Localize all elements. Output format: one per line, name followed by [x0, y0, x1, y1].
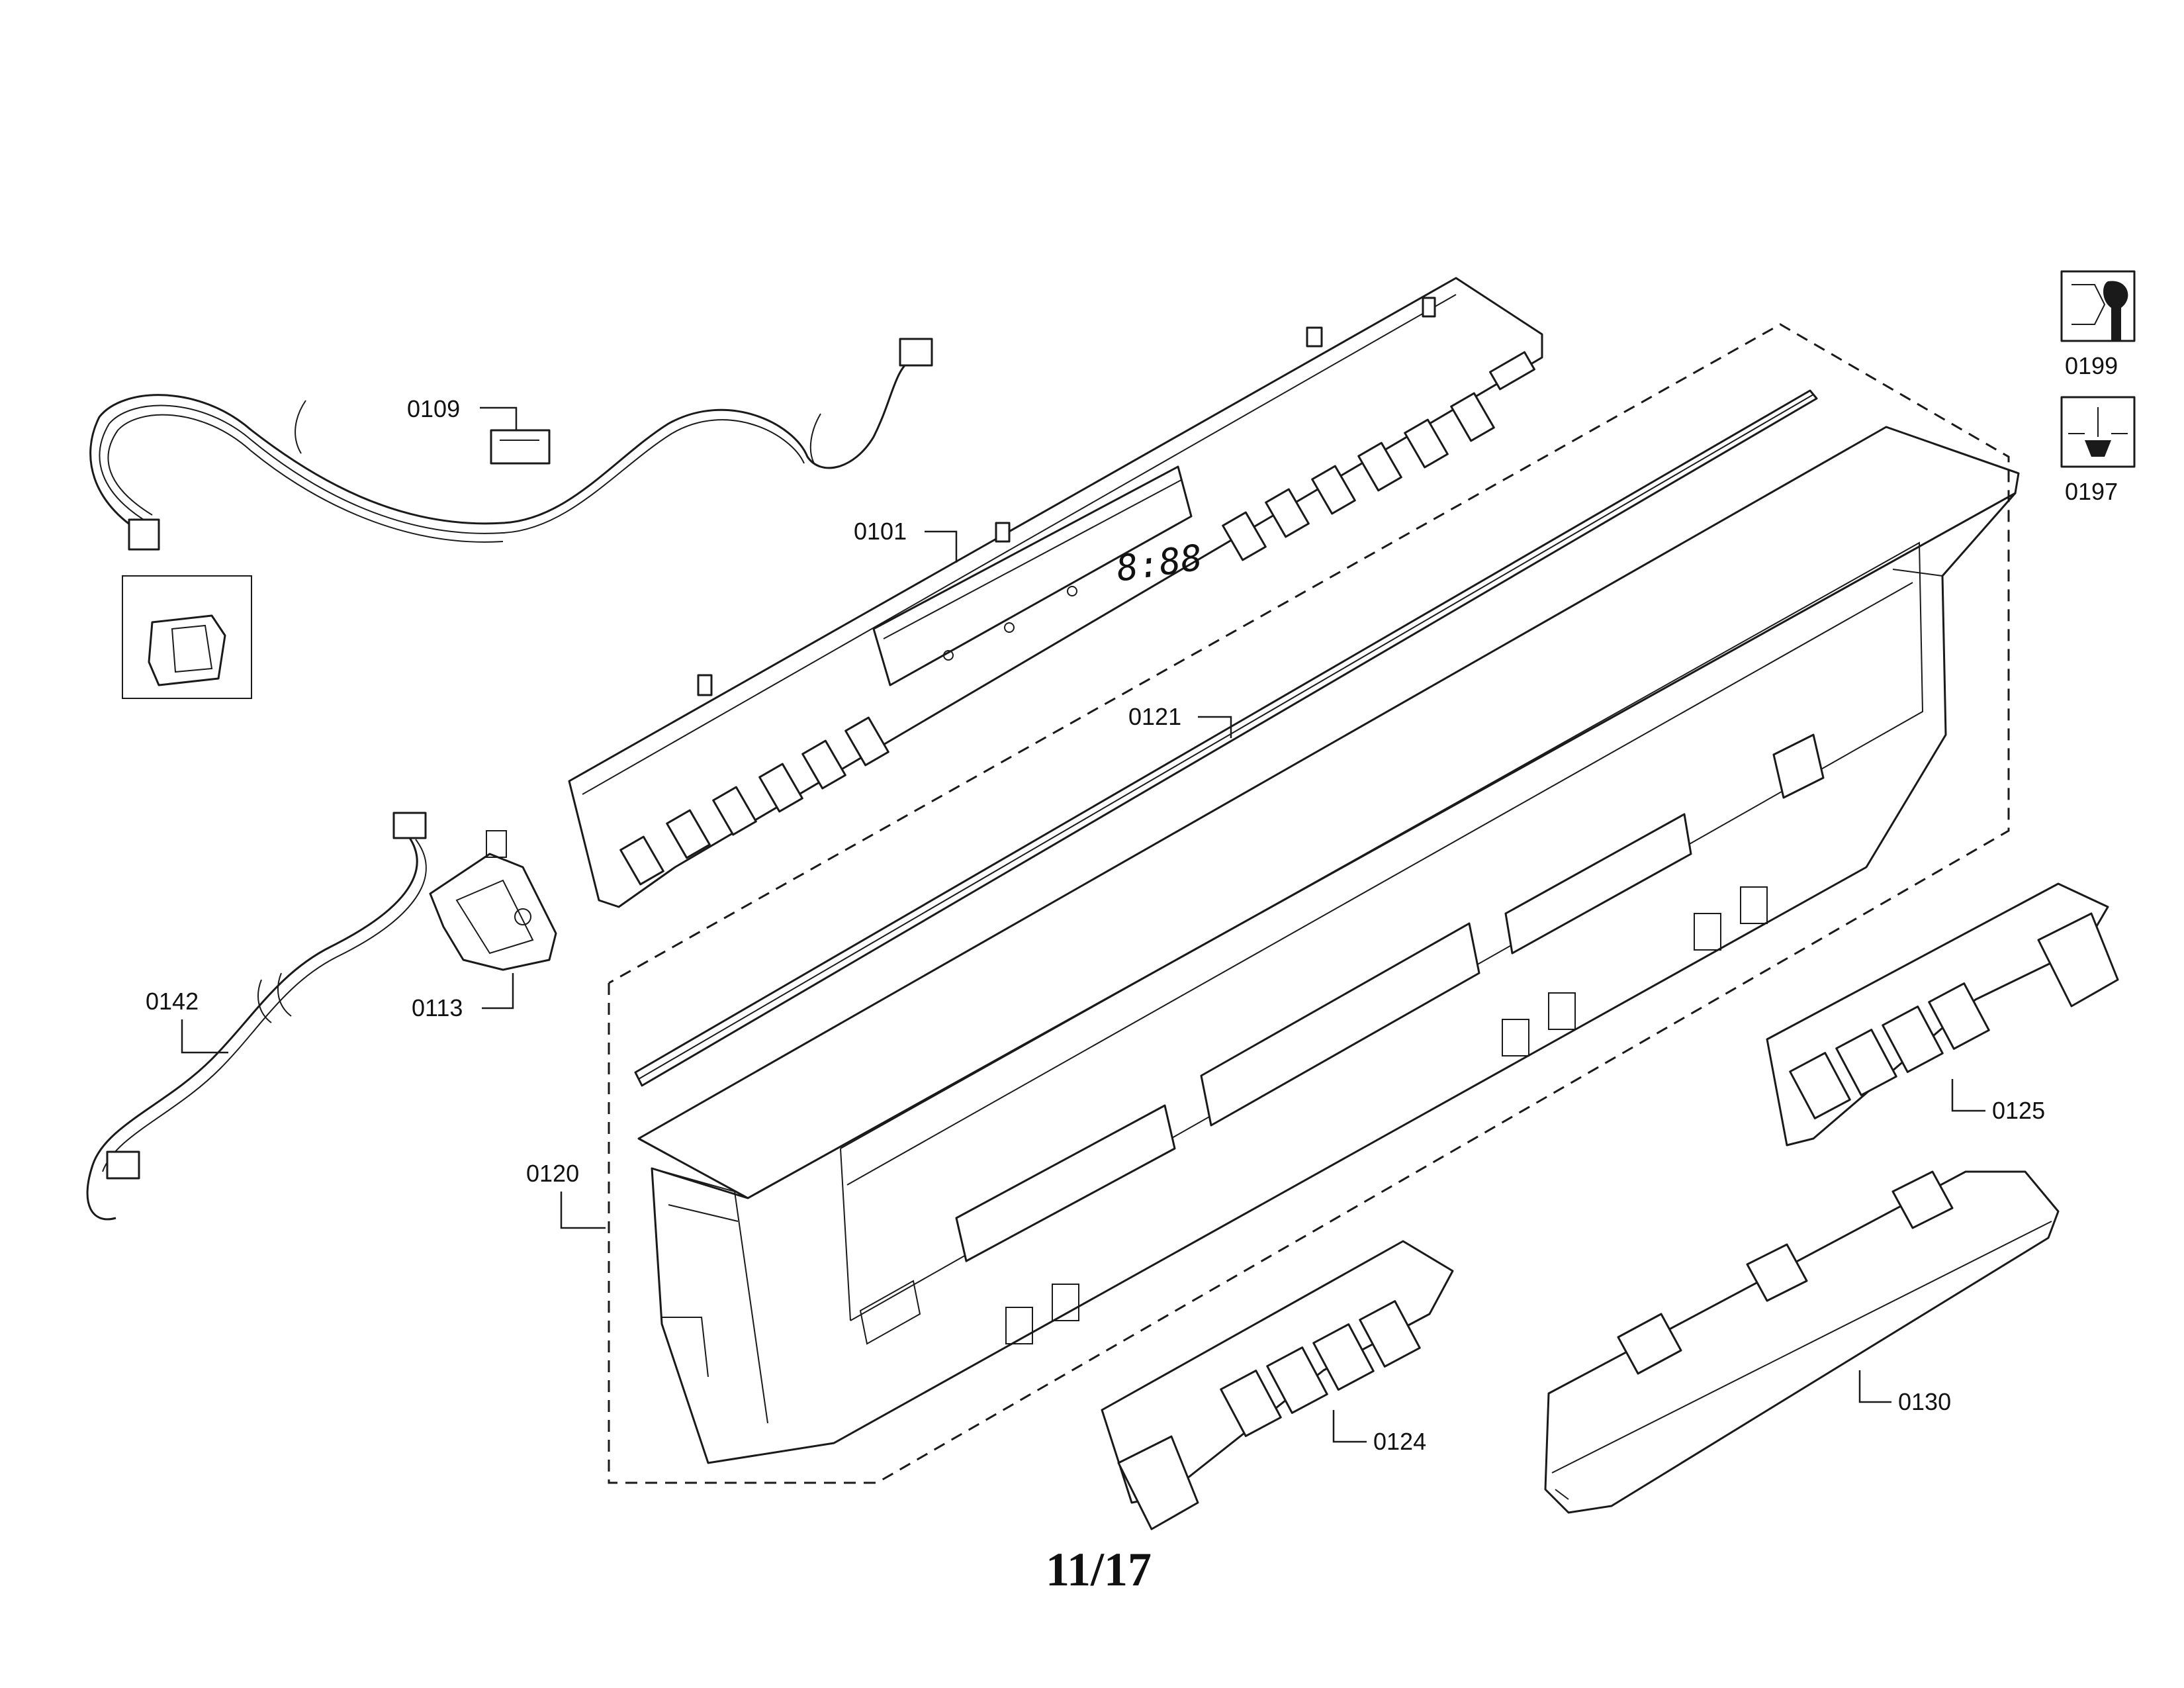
callout-label-0130: 0130 [1898, 1388, 1951, 1415]
callout-0109: 0109 [407, 395, 518, 430]
callout-0113: 0113 [412, 973, 514, 1021]
wrench-nut-icon: 0199 [2060, 270, 2136, 379]
harness-end-connector-right [899, 338, 933, 367]
callout-0101: 0101 [854, 518, 958, 563]
seal-strip-0121 [634, 389, 1818, 1087]
callout-0142: 0142 [146, 988, 228, 1054]
door-switch-0113 [429, 830, 557, 971]
screw-icon: 0197 [2060, 396, 2136, 505]
control-panel-0120 [637, 426, 2020, 1464]
callout-0121: 0121 [1128, 703, 1232, 738]
button-cells-left [619, 716, 889, 886]
button-cells-right [1222, 351, 1535, 561]
wire-harness-0109 [89, 338, 933, 699]
face-window-2 [1200, 922, 1480, 1127]
harness-end-connector-left [128, 518, 160, 551]
callout-label-0197: 0197 [2065, 478, 2118, 505]
assembly-dashed-outline [608, 323, 2010, 1484]
callout-label-0121: 0121 [1128, 703, 1181, 730]
callout-label-0142: 0142 [146, 988, 199, 1015]
callout-0125: 0125 [1951, 1079, 2045, 1124]
harness-0142-bottom-connector [106, 1150, 140, 1180]
face-latch-window [1772, 733, 1825, 799]
callout-0130: 0130 [1858, 1370, 1951, 1415]
callout-label-0120: 0120 [526, 1160, 579, 1187]
callout-label-0113: 0113 [412, 994, 463, 1021]
button-bracket-0125 [1766, 882, 2119, 1147]
button-bracket-0124 [1101, 1240, 1454, 1530]
callout-label-0109: 0109 [407, 395, 460, 422]
connector-detail-part [148, 614, 226, 686]
harness-0142-top-connector [392, 812, 427, 839]
cover-0130 [1544, 1170, 2060, 1514]
page-number: 11/17 [1046, 1543, 1152, 1596]
callout-label-0101: 0101 [854, 518, 907, 545]
callout-0124: 0124 [1332, 1410, 1426, 1455]
face-window-3 [1504, 813, 1692, 955]
face-window-1 [955, 1104, 1176, 1262]
callout-label-0199: 0199 [2065, 352, 2118, 379]
callout-0120: 0120 [526, 1160, 606, 1229]
callout-label-0124: 0124 [1373, 1428, 1426, 1455]
display-window [872, 465, 1193, 686]
connector-detail-box [122, 575, 252, 699]
wire-harness-0142 [86, 812, 427, 1221]
harness-middle-connector [490, 429, 551, 465]
callout-label-0125: 0125 [1992, 1097, 2045, 1124]
